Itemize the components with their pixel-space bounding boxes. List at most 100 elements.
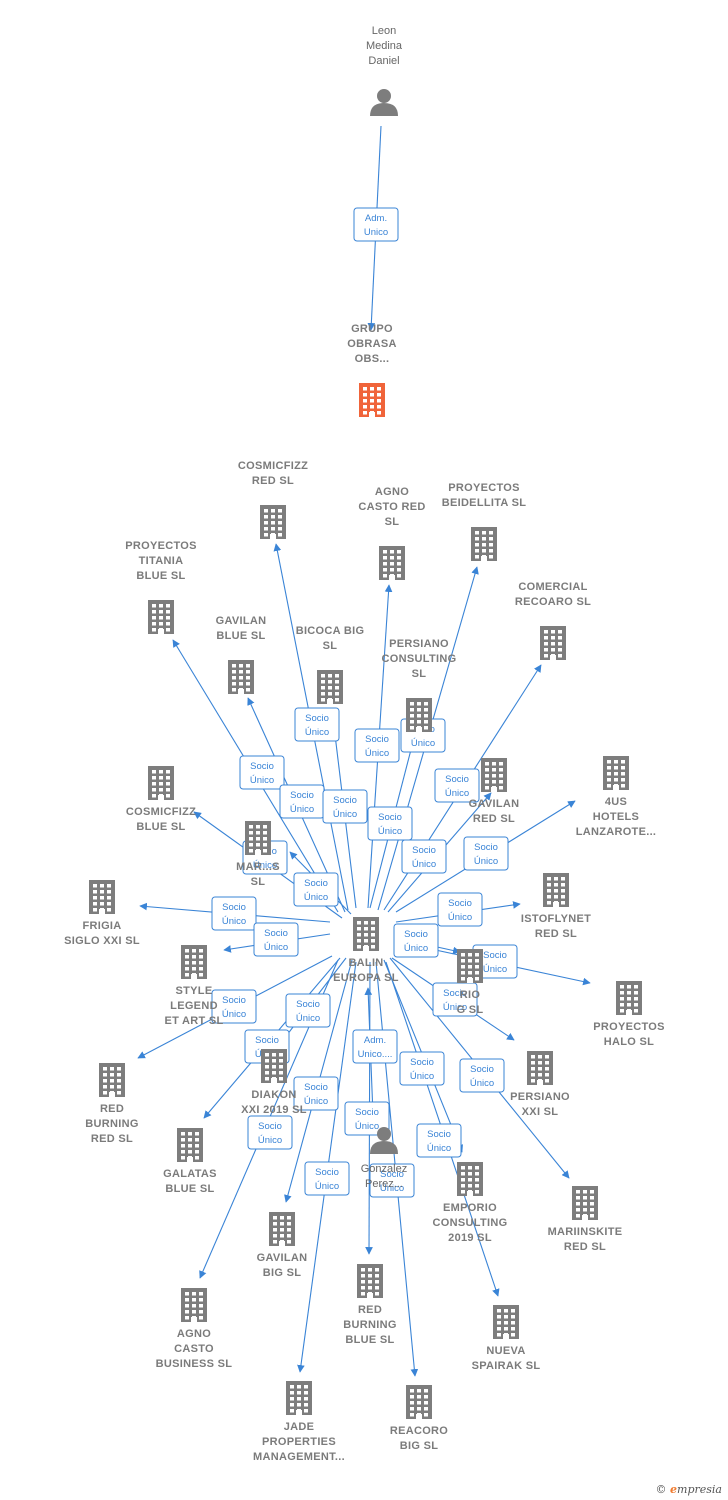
relation-text: Único: [355, 1121, 379, 1132]
node-jade[interactable]: JADEPROPERTIESMANAGEMENT...: [253, 1381, 345, 1463]
relation-box: [416, 1123, 462, 1158]
node-label: Leon: [372, 25, 396, 37]
building-icon: [616, 981, 642, 1015]
node-label: Medina: [366, 40, 403, 52]
node-mar[interactable]: MAR...SSL: [236, 821, 280, 888]
node-label: BLUE SL: [165, 1183, 214, 1195]
node-hotels[interactable]: 4USHOTELSLANZAROTE...: [576, 756, 657, 838]
relation-text: Único: [315, 1181, 339, 1192]
relation-label-leon-grupo[interactable]: Adm.Unico: [353, 207, 399, 242]
relation-box: [344, 1101, 390, 1136]
node-label: RED: [100, 1103, 124, 1115]
relation-text: Único: [448, 912, 472, 923]
relation-box: [304, 1161, 350, 1196]
relation-text: Único: [483, 964, 507, 975]
relation-box: [367, 806, 413, 841]
person-icon: [370, 89, 398, 116]
relation-box: [437, 892, 483, 927]
node-label: BUSINESS SL: [156, 1358, 233, 1370]
node-label: SL: [251, 876, 266, 888]
node-label: CASTO: [174, 1343, 214, 1355]
relation-text: Unico....: [358, 1049, 393, 1060]
node-label: BLUE SL: [136, 570, 185, 582]
node-label: RED SL: [473, 813, 515, 825]
relation-box: [352, 1029, 398, 1064]
relation-text: Socio: [410, 1057, 434, 1068]
relation-box: [211, 896, 257, 931]
node-label: BURNING: [85, 1118, 138, 1130]
building-icon: [181, 1288, 207, 1322]
relation-label-gonzalez-balin[interactable]: Adm.Unico....: [352, 1029, 398, 1064]
brand-footer[interactable]: © empresia: [656, 1483, 722, 1496]
relation-text: Socio: [404, 929, 428, 940]
building-icon: [471, 527, 497, 561]
relation-text: Socio: [255, 1035, 279, 1046]
node-label: BLUE SL: [345, 1334, 394, 1346]
building-icon: [353, 917, 379, 951]
node-label: XXI SL: [522, 1106, 559, 1118]
relation-text: Socio: [333, 795, 357, 806]
building-icon: [457, 1162, 483, 1196]
relation-box: [393, 923, 439, 958]
relation-text: Único: [404, 943, 428, 954]
relation-text: Único: [304, 892, 328, 903]
node-grupo[interactable]: GRUPOOBRASAOBS...: [347, 323, 396, 417]
node-gonzalez[interactable]: GonzalezPerez...: [361, 1127, 407, 1190]
